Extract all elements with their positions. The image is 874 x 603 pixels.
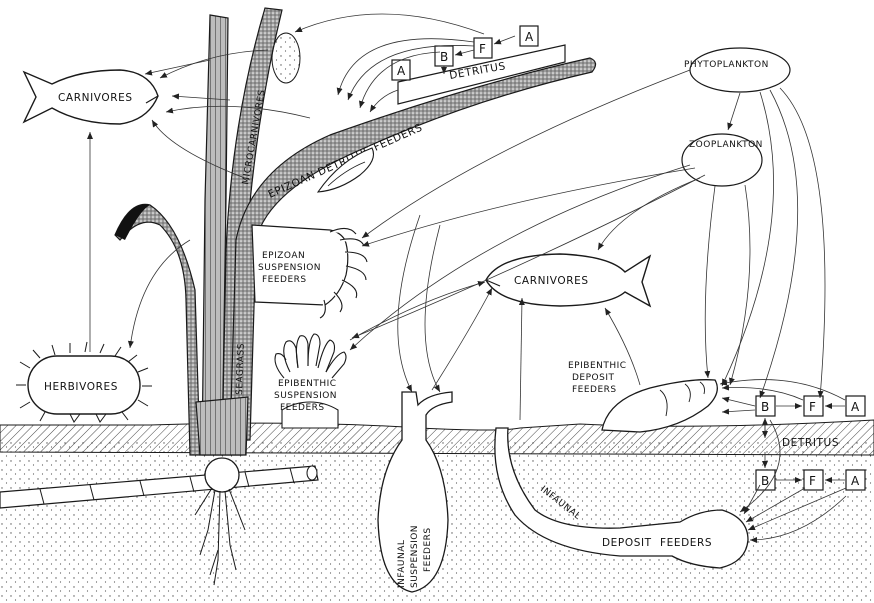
herbivores-organism: HERBIVORES xyxy=(16,342,152,422)
epizoan-suspension-feeders-organism: EPIZOAN SUSPENSION FEEDERS xyxy=(252,225,367,318)
epibenthic-deposit-line3: FEEDERS xyxy=(572,385,617,395)
top-box-a1-label: A xyxy=(397,64,406,78)
mid-box-a-label: A xyxy=(851,400,860,414)
carnivores-mid-label: CARNIVORES xyxy=(514,275,589,287)
microcarnivore-blob xyxy=(272,33,300,83)
epizoan-suspension-line2: SUSPENSION xyxy=(258,263,321,273)
infaunal-suspension-feeders-organism: INFAUNAL SUSPENSION FEEDERS xyxy=(378,392,452,592)
epizoan-suspension-line1: EPIZOAN xyxy=(262,251,305,261)
epizoan-suspension-line3: FEEDERS xyxy=(262,275,307,285)
infaunal-suspension-line2: SUSPENSION xyxy=(410,525,420,588)
seagrass-label: SEAGRASS xyxy=(235,343,247,395)
herbivores-label: HERBIVORES xyxy=(44,381,118,393)
infaunal-deposit-line3: FEEDERS xyxy=(660,537,712,549)
epibenthic-suspension-feeders-organism: EPIBENTHIC SUSPENSION FEEDERS xyxy=(274,334,346,428)
carnivores-top-label: CARNIVORES xyxy=(58,92,133,104)
epibenthic-deposit-snail: EPIBENTHIC DEPOSIT FEEDERS xyxy=(568,361,717,432)
phytoplankton-node: PHYTOPLANKTON xyxy=(684,48,790,92)
low-box-a-label: A xyxy=(851,474,860,488)
epibenthic-deposit-line1: EPIBENTHIC xyxy=(568,361,627,371)
mid-box-b-label: B xyxy=(761,400,769,414)
epibenthic-deposit-line2: DEPOSIT xyxy=(572,373,615,383)
epibenthic-suspension-line3: FEEDERS xyxy=(280,403,325,413)
top-box-f-label: F xyxy=(479,42,486,56)
infaunal-deposit-line2: DEPOSIT xyxy=(602,537,652,549)
low-box-f-label: F xyxy=(809,474,816,488)
zooplankton-label: ZOOPLANKTON xyxy=(689,140,763,150)
carnivores-top-fish: CARNIVORES xyxy=(24,70,158,124)
epibenthic-suspension-line1: EPIBENTHIC xyxy=(278,379,337,389)
zooplankton-node: ZOOPLANKTON xyxy=(682,134,763,186)
top-box-a2-label: A xyxy=(525,30,534,44)
mid-box-f-label: F xyxy=(809,400,816,414)
carnivores-mid-fish: CARNIVORES xyxy=(486,254,650,306)
detritus-sediment-label: DETRITUS xyxy=(782,437,839,449)
epibenthic-suspension-line2: SUSPENSION xyxy=(274,391,337,401)
top-box-b-label: B xyxy=(440,50,448,64)
infaunal-suspension-line1: INFAUNAL xyxy=(397,540,407,588)
infaunal-suspension-line3: FEEDERS xyxy=(423,527,433,572)
phytoplankton-label: PHYTOPLANKTON xyxy=(684,60,769,70)
